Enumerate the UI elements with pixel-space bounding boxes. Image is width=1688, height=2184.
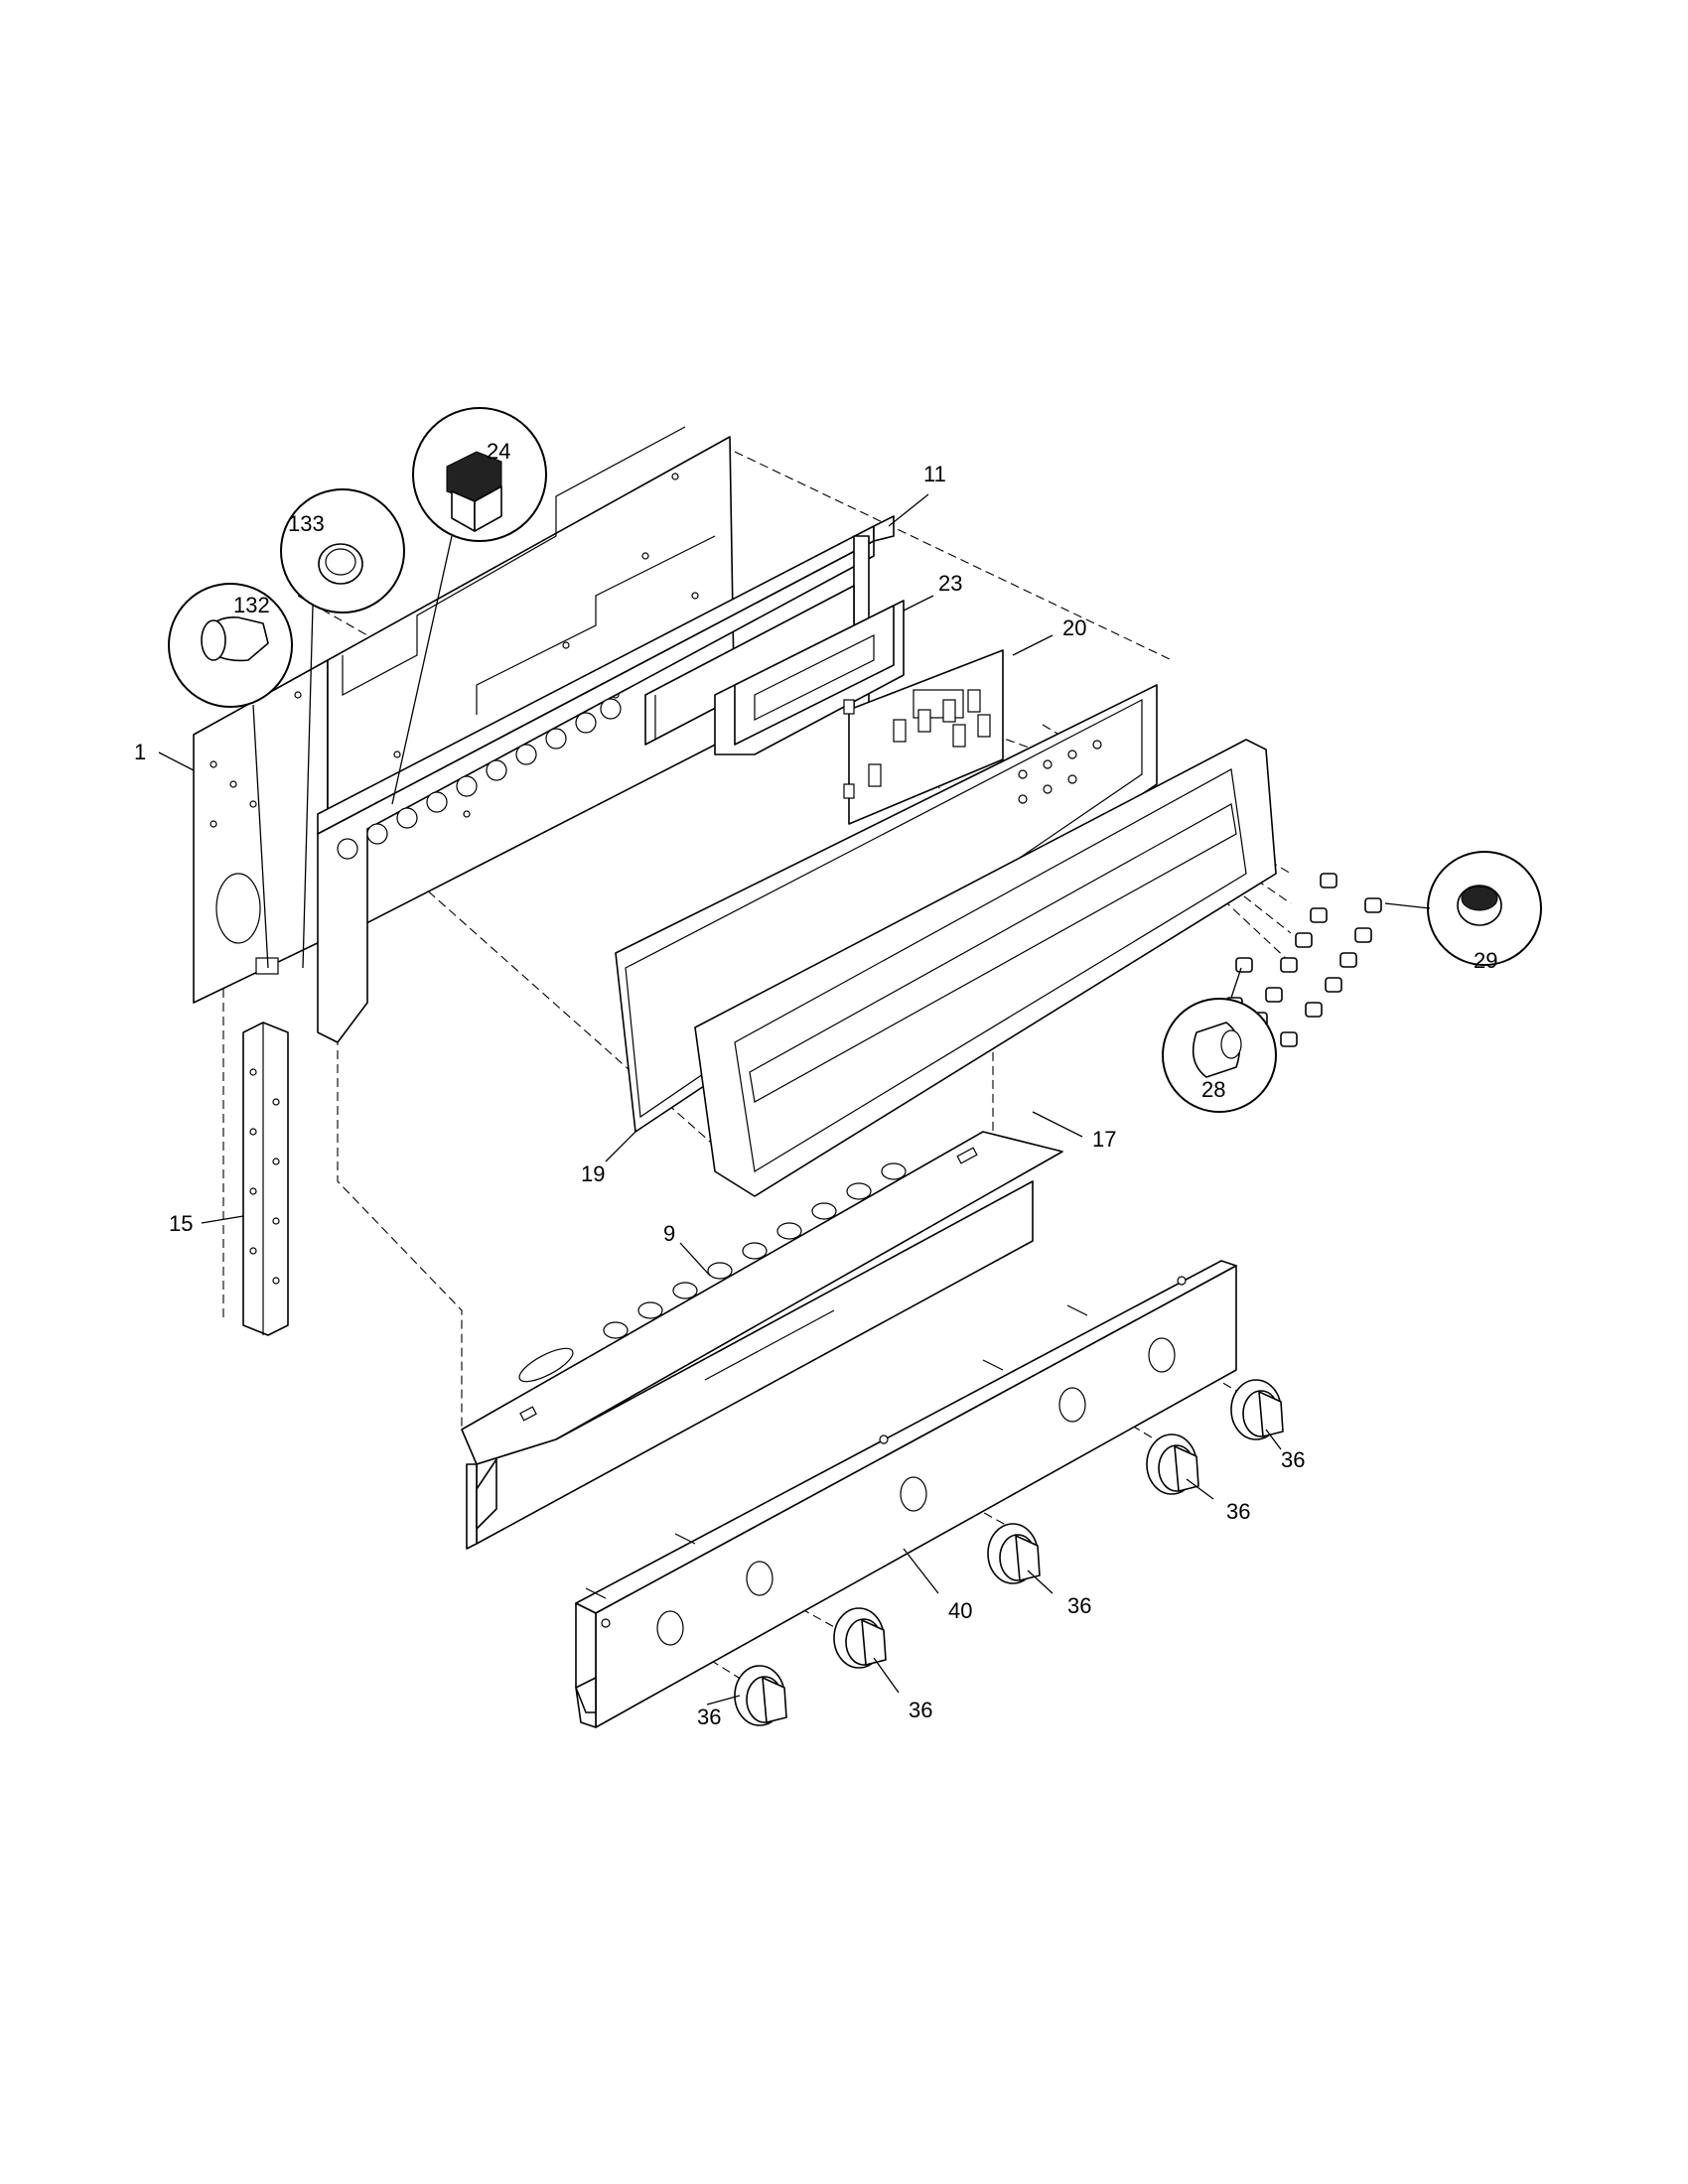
knob-36-b (833, 1607, 887, 1669)
label-1: 1 (134, 740, 146, 764)
label-28: 28 (1201, 1077, 1225, 1102)
part-40-control-panel (575, 1260, 1237, 1728)
label-11: 11 (923, 462, 946, 486)
label-40: 40 (948, 1598, 972, 1623)
callout-labels: 1 11 23 20 24 133 132 29 28 17 19 9 15 4… (134, 439, 1497, 1729)
label-36-a: 36 (697, 1705, 721, 1729)
part-11-console-frame (317, 515, 895, 1043)
label-36-c: 36 (1067, 1593, 1091, 1618)
label-9: 9 (663, 1221, 675, 1246)
label-133: 133 (288, 511, 325, 536)
label-20: 20 (1062, 615, 1086, 640)
label-24: 24 (487, 439, 510, 464)
label-36-e: 36 (1281, 1447, 1305, 1472)
label-29: 29 (1474, 948, 1497, 973)
label-36-d: 36 (1226, 1499, 1250, 1524)
knob-36-a (734, 1665, 787, 1726)
label-23: 23 (938, 571, 962, 596)
part-17-frame (694, 739, 1277, 1197)
knob-36-e (1230, 1379, 1284, 1440)
label-19: 19 (581, 1161, 605, 1186)
detail-28-spacer (1162, 967, 1277, 1113)
label-132: 132 (233, 593, 270, 617)
detail-29-button (1384, 851, 1542, 966)
label-15: 15 (169, 1211, 193, 1236)
label-17: 17 (1092, 1127, 1116, 1152)
knob-36-c (987, 1523, 1041, 1584)
detail-132-clip (168, 583, 293, 969)
label-36-b: 36 (909, 1698, 932, 1722)
knob-36-d (1146, 1433, 1199, 1495)
part-9-console-rail (461, 1131, 1063, 1550)
label-leaders (158, 493, 1282, 1706)
detail-24-switch (391, 407, 547, 805)
part-15-strip (242, 1022, 289, 1336)
detail-133-grommet (280, 488, 405, 969)
part-23-bracket (714, 600, 905, 755)
part-20-control-board (843, 649, 1004, 825)
